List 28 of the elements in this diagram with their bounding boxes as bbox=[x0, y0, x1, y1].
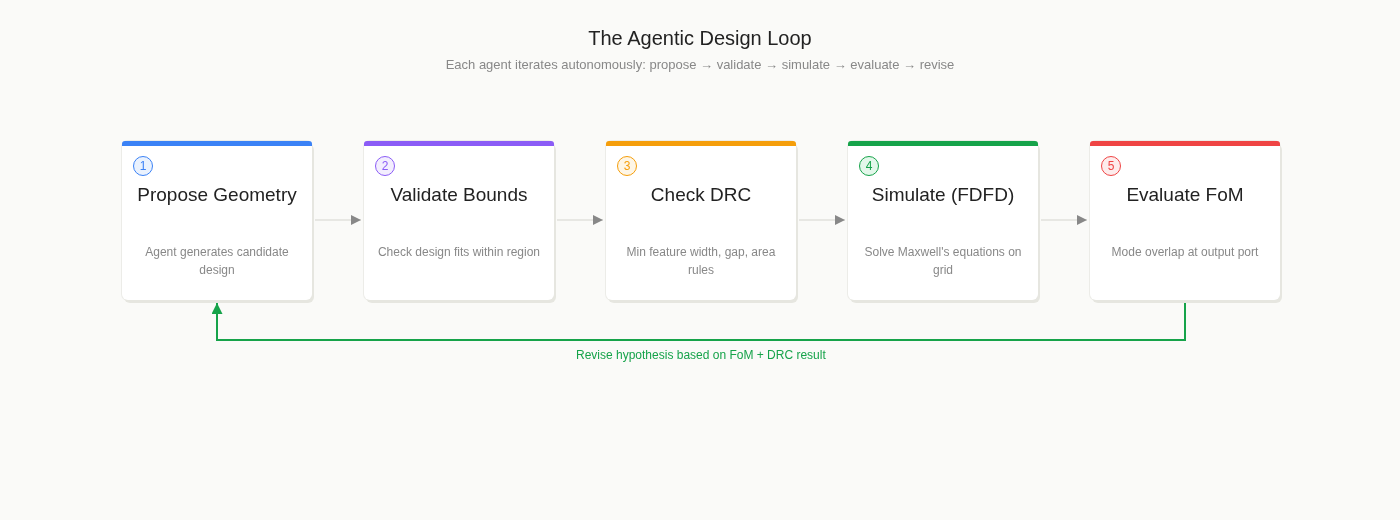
step-title: Propose Geometry bbox=[136, 183, 298, 207]
diagram-subtitle: Each agent iterates autonomously: propose → validate → simulate → evaluate → revise bbox=[444, 57, 956, 72]
number-badge: 4 bbox=[859, 156, 879, 176]
step-card bbox=[1090, 141, 1280, 300]
step-title: Check DRC bbox=[649, 183, 753, 207]
arrow bbox=[314, 215, 362, 225]
number-badge: 2 bbox=[375, 156, 395, 176]
edge-label: Revise hypothesis based on FoM + DRC result bbox=[574, 348, 828, 362]
arrow bbox=[798, 215, 846, 225]
number-badge: 3 bbox=[617, 156, 637, 176]
diagram-title: The Agentic Design Loop bbox=[587, 27, 813, 50]
step-card bbox=[122, 141, 312, 300]
number-badge: 1 bbox=[133, 156, 153, 176]
step-description: Agent generates candidate design bbox=[144, 244, 290, 279]
arrow bbox=[1040, 215, 1088, 225]
step-card bbox=[364, 141, 554, 300]
step-description: Mode overlap at output port bbox=[1110, 244, 1260, 261]
arrow bbox=[556, 215, 604, 225]
step-description: Min feature width, gap, area rules bbox=[625, 244, 777, 279]
step-title: Simulate (FDFD) bbox=[870, 183, 1016, 207]
arrow bbox=[211, 301, 1186, 341]
number-badge: 5 bbox=[1101, 156, 1121, 176]
step-title: Validate Bounds bbox=[389, 183, 529, 207]
step-card bbox=[606, 141, 796, 300]
step-description: Solve Maxwell's equations on grid bbox=[863, 244, 1023, 279]
step-description: Check design fits within region bbox=[376, 244, 542, 261]
step-title: Evaluate FoM bbox=[1125, 183, 1245, 207]
step-card bbox=[848, 141, 1038, 300]
